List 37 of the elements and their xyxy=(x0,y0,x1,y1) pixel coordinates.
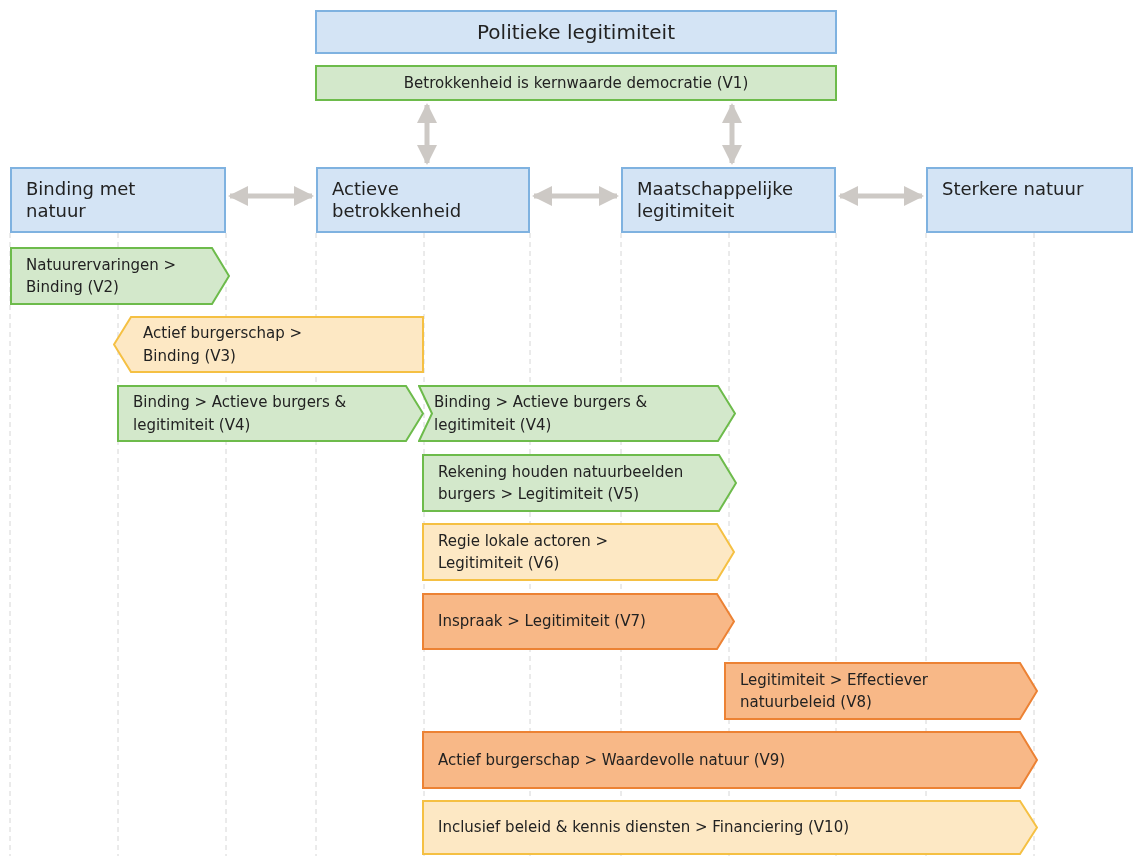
value-band xyxy=(315,65,837,101)
concept-box xyxy=(10,167,226,233)
chevron-label: Legitimiteit > Effectiever natuurbeleid (V8) xyxy=(740,669,929,713)
chevron-box xyxy=(422,800,1038,855)
box-label: Betrokkenheid is kernwaarde democratie (V1) xyxy=(403,73,749,93)
chevron-box xyxy=(418,385,736,442)
double-arrow xyxy=(417,103,437,165)
box-label: Maatschappelijke legitimiteit xyxy=(637,178,795,222)
chevron-label: Binding > Actieve burgers & legitimiteit (V4) xyxy=(434,392,649,436)
concept-box xyxy=(621,167,836,233)
box-label: Actieve betrokkenheid xyxy=(332,178,463,222)
chevron-box xyxy=(724,662,1038,720)
chevron-label: Regie lokale actoren > Legitimiteit (V6) xyxy=(438,530,610,574)
chevron-box xyxy=(422,523,735,581)
box-label: Politieke legitimiteit xyxy=(477,19,675,45)
chevron-label: Inspraak > Legitimiteit (V7) xyxy=(438,611,646,633)
box-label: Binding met natuur xyxy=(26,178,137,222)
chevron-label: Natuurervaringen > Binding (V2) xyxy=(26,254,178,298)
concept-box xyxy=(926,167,1133,233)
chevron-box xyxy=(422,593,735,650)
concept-box xyxy=(316,167,530,233)
chevron-box xyxy=(10,247,230,305)
double-arrow xyxy=(228,186,314,206)
box-label: Sterkere natuur xyxy=(942,178,1084,200)
chevron-box xyxy=(422,731,1038,789)
chevron-label: Actief burgerschap > Binding (V3) xyxy=(143,323,304,367)
chevron-box xyxy=(117,385,424,442)
chevron-label: Binding > Actieve burgers & legitimiteit (V4) xyxy=(133,392,348,436)
double-arrow xyxy=(838,186,924,206)
chevron-label: Actief burgerschap > Waardevolle natuur (V9) xyxy=(438,749,786,771)
chevron-label: Rekening houden natuurbeelden burgers > Legitimiteit (V5) xyxy=(438,461,685,505)
chevron-label: Inclusief beleid & kennis diensten > Financiering (V10) xyxy=(438,817,850,839)
chevron-box xyxy=(422,454,737,512)
title-box xyxy=(315,10,837,54)
double-arrow xyxy=(532,186,619,206)
chevron-box xyxy=(113,316,424,373)
double-arrow xyxy=(722,103,742,165)
